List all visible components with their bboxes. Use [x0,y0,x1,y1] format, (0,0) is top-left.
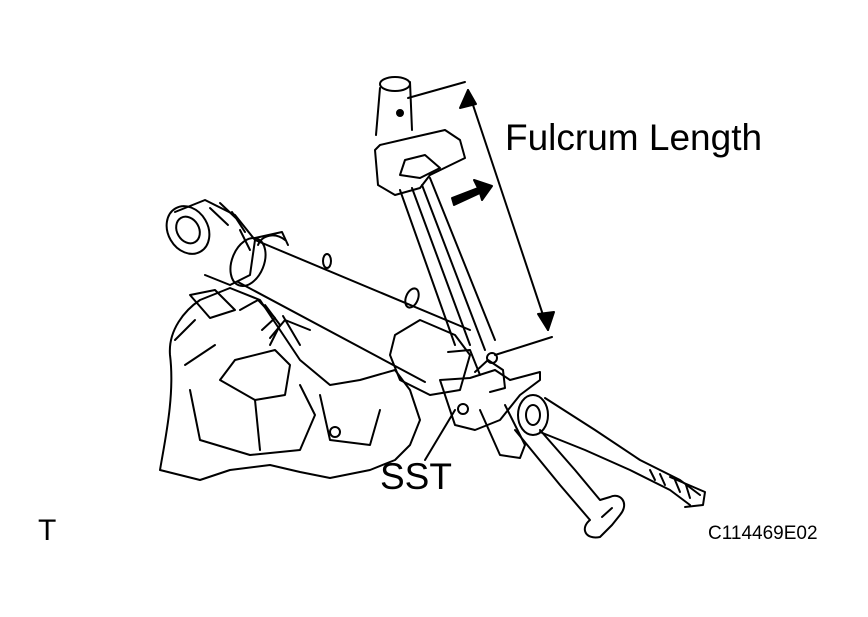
sst-tool [439,349,541,459]
rack-tube [229,237,471,396]
torque-wrench [374,76,498,364]
figure-code-label: C114469E02 [708,523,818,544]
rotation-arrow [451,179,493,206]
fulcrum-length-dimension [407,81,555,356]
fulcrum-length-label: Fulcrum Length [505,117,763,158]
splined-end [165,199,301,346]
gear-housing [159,287,421,481]
t-mark-label: T [38,514,57,547]
tie-rod-and-wrench [514,394,706,539]
sst-leader-line [424,409,456,461]
sst-label: SST [380,456,452,497]
